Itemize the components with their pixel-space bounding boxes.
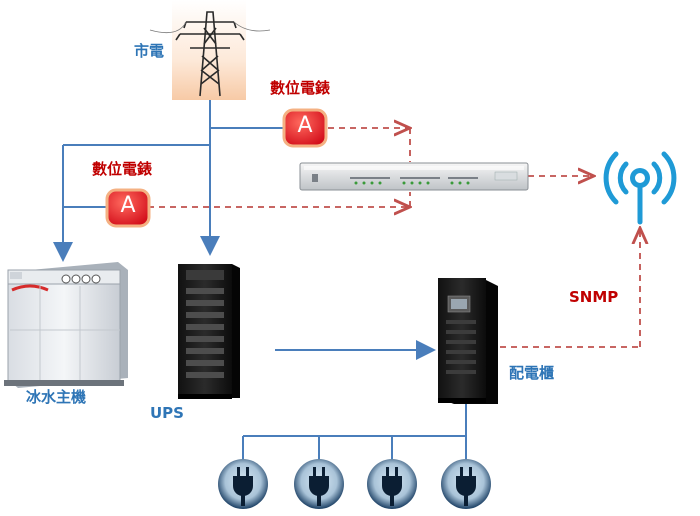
pdu-cabinet-icon — [438, 278, 498, 404]
ups-label: UPS — [150, 404, 184, 422]
chiller-icon — [4, 262, 128, 388]
ups-cabinet-icon — [178, 264, 240, 399]
wireless-antenna-icon — [603, 151, 677, 225]
snmp-label: SNMP — [569, 288, 619, 306]
power-plug-icon-4 — [441, 459, 491, 509]
pdu-label: 配電櫃 — [509, 364, 555, 382]
ammeter-top-icon — [282, 108, 328, 148]
meter-top-label: 數位電錶 — [270, 79, 331, 97]
power-plug-icon-2 — [294, 459, 344, 509]
meter-left-symbol: A — [120, 193, 136, 218]
power-plug-icon-3 — [367, 459, 417, 509]
power-plug-icon-1 — [218, 459, 268, 509]
meter-top-symbol: A — [297, 113, 313, 138]
data-logger-icon — [299, 162, 529, 191]
data-lines — [148, 128, 640, 348]
power-lines — [53, 98, 467, 460]
grid-label: 市電 — [134, 42, 165, 60]
chiller-label: 冰水主機 — [26, 388, 87, 406]
meter-left-label: 數位電錶 — [92, 160, 153, 178]
transmission-tower-icon — [149, 0, 271, 100]
ammeter-left-icon — [105, 188, 151, 228]
